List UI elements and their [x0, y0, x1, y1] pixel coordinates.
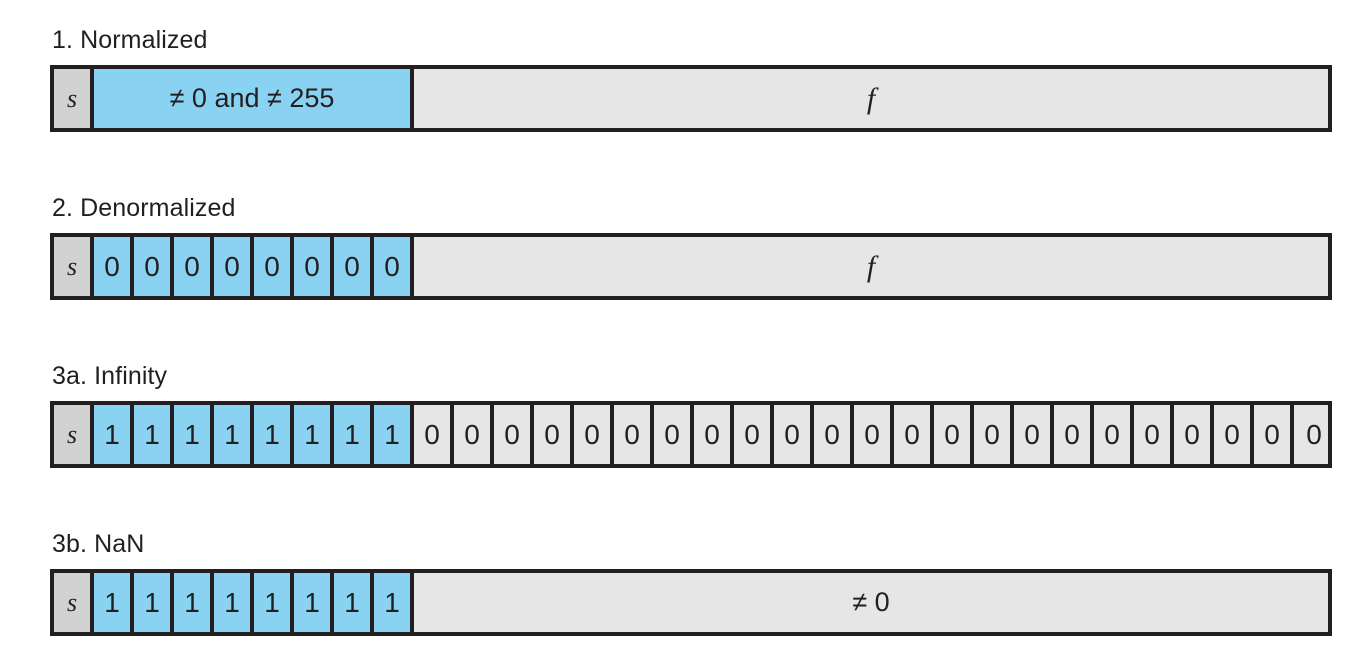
fraction-label: ≠ 0: [852, 587, 890, 617]
fraction-bit-cell: 0: [574, 405, 614, 464]
exponent-bit-cell: 1: [254, 573, 294, 632]
fraction-field: f: [414, 237, 1328, 296]
exponent-bit-cell: 1: [214, 405, 254, 464]
exponent-bit-cell: 0: [294, 237, 334, 296]
exponent-bit-cell: 0: [94, 237, 134, 296]
fraction-bit-cell: 0: [1134, 405, 1174, 464]
fraction-bit-cell: 0: [1174, 405, 1214, 464]
fraction-label: f: [866, 81, 876, 115]
fraction-bit-cell: 0: [814, 405, 854, 464]
sign-bit-cell: s: [54, 573, 94, 632]
exponent-field: ≠ 0 and ≠ 255: [94, 69, 414, 128]
exponent-bit-cell: 0: [134, 237, 174, 296]
fraction-bit-cell: 0: [534, 405, 574, 464]
exponent-bit-cell: 1: [134, 573, 174, 632]
exponent-bit-cell: 1: [174, 405, 214, 464]
fraction-bit-cell: 0: [894, 405, 934, 464]
fraction-field: ≠ 0: [414, 573, 1328, 632]
fraction-bit-cell: 0: [974, 405, 1014, 464]
case-title: 3a. Infinity: [52, 362, 168, 390]
exponent-bit-cell: 0: [374, 237, 414, 296]
case-normalized: 1. Normalized s ≠ 0 and ≠ 255 f: [50, 28, 1332, 132]
exponent-bit-cell: 1: [294, 405, 334, 464]
fraction-bit-cell: 0: [1094, 405, 1134, 464]
exponent-bit-cell: 0: [214, 237, 254, 296]
fraction-bit-cell: 0: [934, 405, 974, 464]
fraction-bit-cell: 0: [1214, 405, 1254, 464]
fraction-bit-cell: 0: [694, 405, 734, 464]
fraction-bit-cell: 0: [654, 405, 694, 464]
exponent-bit-cell: 1: [254, 405, 294, 464]
case-title: 3b. NaN: [52, 530, 145, 558]
exponent-bit-cell: 1: [214, 573, 254, 632]
fraction-bit-cell: 0: [1294, 405, 1328, 464]
exponent-bit-cell: 1: [294, 573, 334, 632]
fraction-bit-cell: 0: [614, 405, 654, 464]
fraction-bit-cell: 0: [1254, 405, 1294, 464]
exponent-bit-cell: 1: [334, 405, 374, 464]
exponent-bit-cell: 1: [374, 405, 414, 464]
fraction-bit-cell: 0: [1014, 405, 1054, 464]
exponent-bit-cell: 1: [374, 573, 414, 632]
exponent-condition-label: ≠ 0 and ≠ 255: [169, 83, 335, 113]
fraction-bit-cell: 0: [1054, 405, 1094, 464]
sign-bit-cell: s: [54, 69, 94, 128]
fraction-bit-cell: 0: [414, 405, 454, 464]
case-title: 1. Normalized: [52, 26, 208, 54]
exponent-bit-cell: 1: [94, 573, 134, 632]
fraction-bit-cell: 0: [494, 405, 534, 464]
case-title: 2. Denormalized: [52, 194, 236, 222]
fraction-bit-cell: 0: [454, 405, 494, 464]
sign-bit-cell: s: [54, 237, 94, 296]
fraction-field: f: [414, 69, 1328, 128]
sign-bit-cell: s: [54, 405, 94, 464]
fraction-bit-cell: 0: [854, 405, 894, 464]
fraction-label: f: [866, 249, 876, 283]
bit-field-bar: s ≠ 0 and ≠ 255 f: [50, 65, 1332, 132]
exponent-bit-cell: 1: [134, 405, 174, 464]
exponent-bit-cell: 0: [254, 237, 294, 296]
fraction-bit-cell: 0: [774, 405, 814, 464]
exponent-bit-cell: 0: [334, 237, 374, 296]
exponent-bit-cell: 1: [174, 573, 214, 632]
exponent-bit-cell: 0: [174, 237, 214, 296]
exponent-bit-cell: 1: [334, 573, 374, 632]
fraction-bit-cell: 0: [734, 405, 774, 464]
exponent-bit-cell: 1: [94, 405, 134, 464]
